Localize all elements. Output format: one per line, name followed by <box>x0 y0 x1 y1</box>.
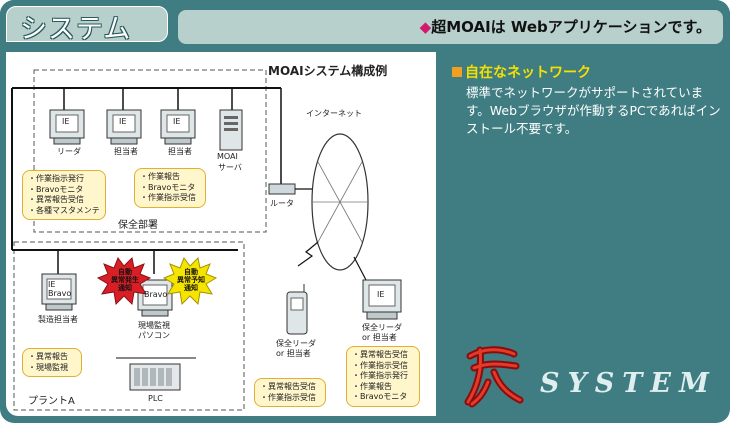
pc-leader-label: リーダ <box>57 147 81 156</box>
page-title: システム <box>20 14 132 45</box>
router-label: ルータ <box>270 199 294 208</box>
plant-label: プラントA <box>28 396 75 407</box>
plc-label: PLC <box>148 394 163 403</box>
square-bullet-icon <box>452 67 462 77</box>
diagram-caption: MOAIシステム構成例 <box>268 64 388 78</box>
tagline-text: 超MOAIは Webアプリケーションです。 <box>431 18 711 36</box>
logo-kanji-mark <box>464 346 524 408</box>
pc-plant1-screen-1: IE <box>48 280 56 289</box>
wireless-link <box>297 241 319 267</box>
info-panel: 自在なネットワーク 標準でネットワークがサポートされています。Webブラウザが作… <box>440 52 724 416</box>
pc-remote-screen: IE <box>377 290 385 299</box>
tagline-box: ◆超MOAIは Webアプリケーションです。 <box>178 10 723 44</box>
burst-yellow-text: 自動異常予知通知 <box>177 268 205 292</box>
mobile-label-1: 保全リーダ <box>276 339 316 348</box>
alert-burst-yellow <box>162 256 218 306</box>
plant-pc1-label: 製造担当者 <box>38 315 78 324</box>
server-label-2: サーバ <box>218 163 242 172</box>
plant-pc2-label-1: 現場監視 <box>138 321 170 330</box>
server-label-1: MOAI <box>217 152 238 161</box>
pc-plant1-screen-2: Bravo <box>48 289 72 298</box>
pc-staff2-label: 担当者 <box>168 147 192 156</box>
pc-staff2-screen: IE <box>173 117 181 126</box>
remote-label-1: 保全リーダ <box>362 323 402 332</box>
logo-text: SYSTEM <box>540 368 717 399</box>
router <box>268 183 296 195</box>
alert-burst-red <box>96 256 152 306</box>
note-mobile: ・異常報告受信 ・作業指示受信 <box>254 378 326 407</box>
title-tab <box>6 6 168 42</box>
remote-label-2: or 担当者 <box>362 333 397 342</box>
note-leader: ・作業指示発行 ・Bravoモニタ ・異常報告受信 ・各種マスタメンテ <box>22 170 106 220</box>
pc-leader-screen: IE <box>62 117 70 126</box>
panel-body: 標準でネットワークがサポートされています。Webブラウザが作動するPCであればイ… <box>466 85 721 136</box>
system-diagram: MOAIシステム構成例 インターネット ルータ IE IE IE リーダ 担当者… <box>6 52 436 416</box>
panel-heading: 自在なネットワーク <box>452 62 591 82</box>
pc-staff1-label: 担当者 <box>114 147 138 156</box>
note-plant: ・異常報告 ・現場監視 <box>22 348 82 377</box>
note-remote: ・異常報告受信 ・作業指示受信 ・作業指示発行 ・作業報告 ・Bravoモニタ <box>346 346 420 407</box>
note-staff: ・作業報告 ・Bravoモニタ ・作業指示受信 <box>134 168 206 208</box>
tagline: ◆超MOAIは Webアプリケーションです。 <box>420 16 711 37</box>
burst-red-text: 自動異常発生通知 <box>111 268 139 292</box>
plant-boundary <box>13 241 245 411</box>
diamond-icon: ◆ <box>419 18 432 36</box>
title-bar: システム ◆超MOAIは Webアプリケーションです。 <box>0 0 730 50</box>
internet-label: インターネット <box>306 109 362 118</box>
pc-staff1-screen: IE <box>119 117 127 126</box>
pc-plant2-screen: Bravo <box>144 290 168 299</box>
plant-pc2-label-2: パソコン <box>138 331 170 340</box>
mobile-label-2: or 担当者 <box>276 349 311 358</box>
dept-label: 保全部署 <box>118 220 158 231</box>
dept-boundary <box>33 69 267 233</box>
diagram-graphics <box>11 69 402 411</box>
